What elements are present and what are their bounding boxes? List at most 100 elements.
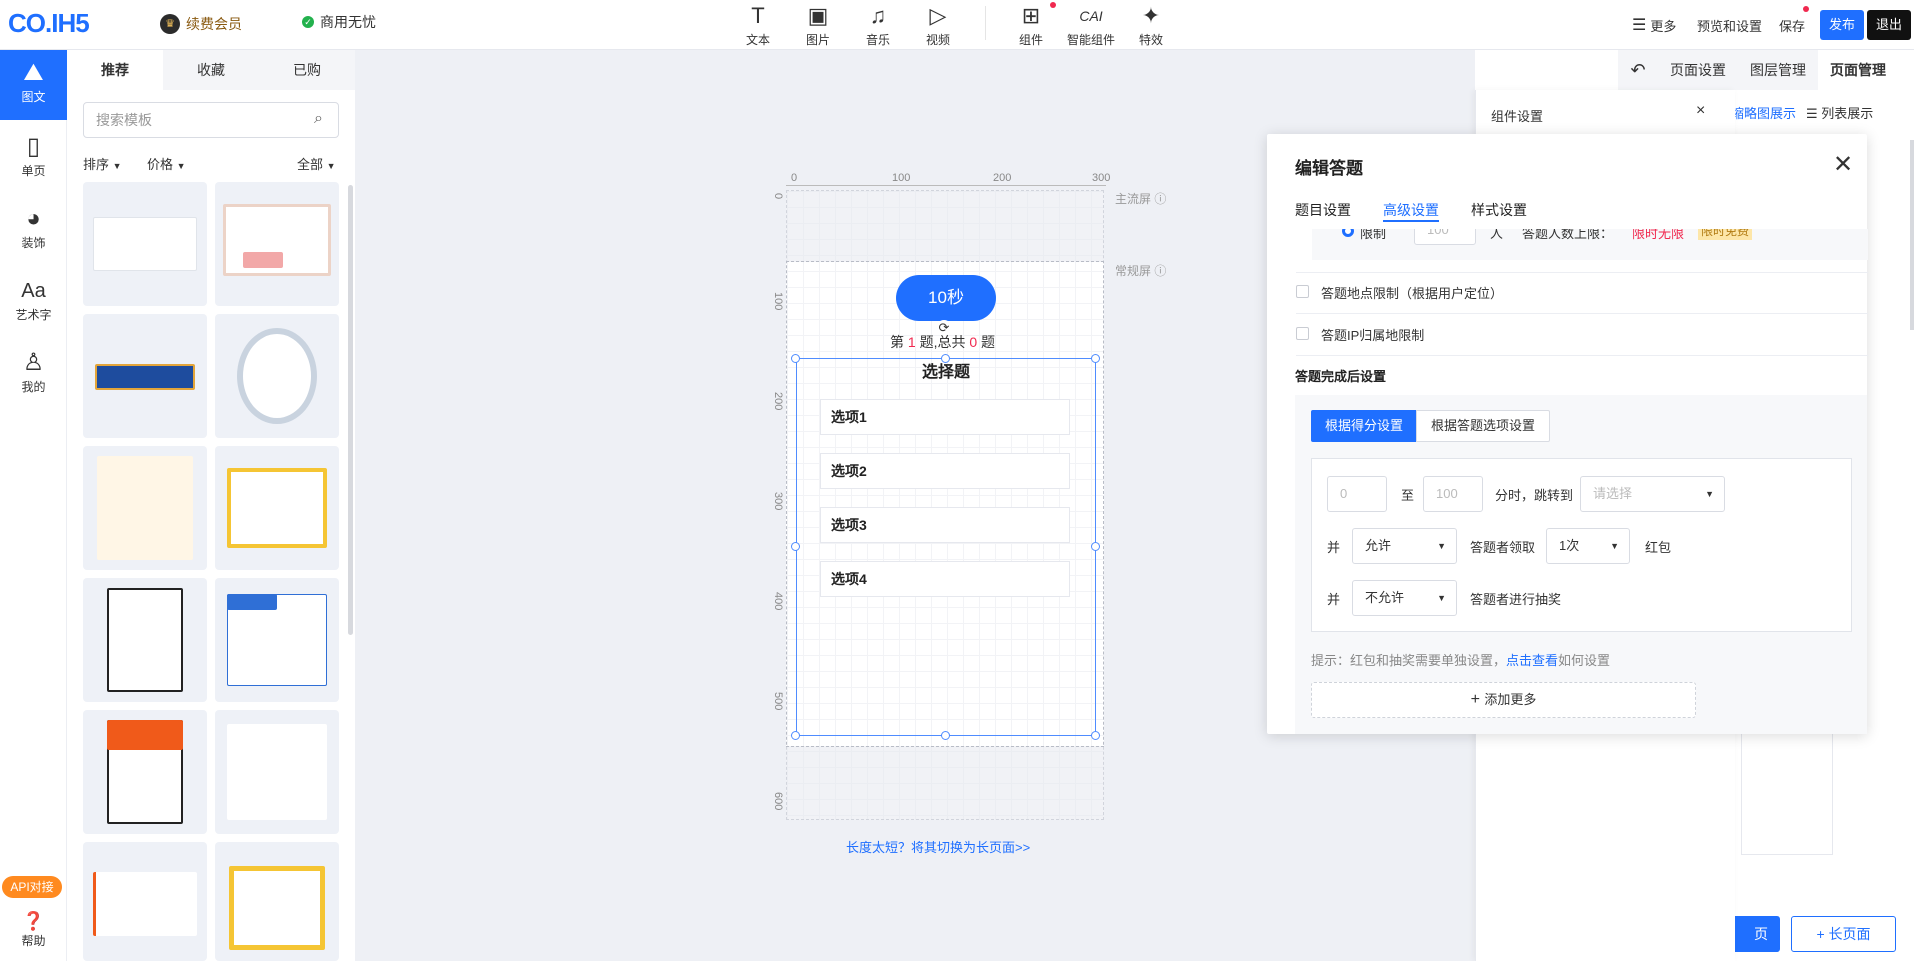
template-thumb[interactable] [215, 446, 339, 570]
tool-video[interactable]: ▷ 视频 [908, 3, 968, 48]
template-thumb[interactable] [215, 578, 339, 702]
add-more-button[interactable]: + 添加更多 [1311, 682, 1696, 718]
tool-text[interactable]: T 文本 [728, 3, 788, 48]
times-select[interactable]: 1次▼ [1546, 528, 1630, 564]
tab-recommend[interactable]: 推荐 [67, 50, 163, 90]
tool-image[interactable]: ▣ 图片 [788, 3, 848, 48]
close-icon[interactable]: × [1696, 102, 1706, 119]
rail-item-decor[interactable]: ◕ 装饰 [0, 204, 67, 251]
template-scrollbar[interactable] [348, 185, 353, 635]
category-dropdown[interactable]: 全部 ▼ [297, 154, 336, 173]
sort-dropdown[interactable]: 排序 ▼ [83, 154, 122, 173]
template-thumb[interactable] [215, 710, 339, 834]
publish-button[interactable]: 发布 [1820, 10, 1865, 40]
save-dot [1803, 6, 1809, 12]
preview-settings-button[interactable]: 预览和设置 [1697, 10, 1762, 40]
list-view-toggle[interactable]: ☰ 列表展示 [1806, 106, 1874, 121]
caret-down-icon: ▼ [1610, 541, 1619, 551]
template-thumb[interactable] [215, 842, 339, 961]
rotate-icon[interactable]: ⟳ [936, 320, 952, 336]
help-circle-icon[interactable]: ⓘ [1154, 192, 1167, 206]
resize-handle[interactable] [791, 542, 800, 551]
quiz-option[interactable]: 选项1 [820, 399, 1070, 435]
resize-handle[interactable] [941, 731, 950, 740]
rail-item-page[interactable]: ▯ 单页 [0, 132, 67, 179]
tool-music[interactable]: ♫ 音乐 [848, 3, 908, 48]
rail-item-graphic[interactable]: ⛰ 图文 [0, 50, 67, 120]
template-thumb[interactable] [215, 314, 339, 438]
resize-handle[interactable] [1091, 731, 1100, 740]
segment-by-score[interactable]: 根据得分设置 [1311, 410, 1417, 442]
rail-label: 图文 [21, 90, 46, 104]
tab-page-management[interactable]: 页面管理 [1818, 50, 1898, 90]
sort-label: 排序 [83, 157, 110, 172]
resize-handle[interactable] [1091, 354, 1100, 363]
free-badge: 限时免费 [1698, 229, 1753, 240]
tool-component[interactable]: ⊞ 组件 [1001, 3, 1061, 48]
template-thumb[interactable] [83, 182, 207, 306]
template-thumb[interactable] [83, 446, 207, 570]
location-limit-checkbox[interactable] [1296, 285, 1309, 298]
receive-label: 答题者领取 [1470, 540, 1536, 555]
more-button[interactable]: ☰ 更多 [1632, 10, 1676, 40]
quiz-option[interactable]: 选项4 [820, 561, 1070, 597]
jump-label: 分时，跳转到 [1495, 488, 1574, 503]
resize-handle[interactable] [791, 731, 800, 740]
template-thumb[interactable] [83, 842, 207, 961]
tab-page-settings[interactable]: 页面设置 [1658, 50, 1738, 90]
tab-advanced-settings[interactable]: 高级设置 [1383, 202, 1439, 218]
quiz-option[interactable]: 选项2 [820, 453, 1070, 489]
rail-label: 装饰 [21, 236, 46, 250]
resize-handle[interactable] [1091, 542, 1100, 551]
ip-limit-checkbox[interactable] [1296, 327, 1309, 340]
add-long-page-button[interactable]: + 长页面 [1791, 916, 1896, 952]
page-thumb-placeholder[interactable] [1741, 720, 1833, 855]
tab-question-settings[interactable]: 题目设置 [1295, 202, 1351, 218]
limit-radio[interactable] [1342, 229, 1354, 237]
search-icon[interactable]: ⌕ [314, 110, 323, 127]
ruler-tick-label: 300 [772, 492, 784, 511]
rail-item-art-text[interactable]: Aa 艺术字 [0, 276, 67, 323]
ruler-tick-label: 200 [772, 392, 784, 411]
template-search-input[interactable]: 搜索模板 [83, 102, 339, 138]
jump-target-select[interactable]: 请选择▼ [1580, 476, 1725, 512]
tab-layer-management[interactable]: 图层管理 [1738, 50, 1818, 90]
template-thumb[interactable] [83, 710, 207, 834]
commercial-badge[interactable]: ✓ 商用无忧 [302, 12, 376, 32]
api-button[interactable]: API对接 [2, 876, 62, 898]
switch-long-page-link[interactable]: 长度太短？将其切换为长页面>> [846, 840, 1031, 855]
exit-button[interactable]: 退出 [1867, 10, 1912, 40]
rail-label: 我的 [21, 380, 46, 394]
undo-icon[interactable]: ↶ [1618, 50, 1658, 90]
right-scrollbar[interactable] [1910, 140, 1914, 330]
limit-input[interactable]: 100 [1414, 229, 1476, 245]
help-circle-icon[interactable]: ⓘ [1154, 264, 1167, 278]
resize-handle[interactable] [791, 354, 800, 363]
app-logo[interactable]: CO.IH5 [8, 8, 90, 38]
tab-style-settings[interactable]: 样式设置 [1471, 202, 1527, 218]
tool-ai-component[interactable]: CAI 智能组件 [1061, 3, 1121, 48]
template-thumb[interactable] [83, 578, 207, 702]
segment-by-option[interactable]: 根据答题选项设置 [1416, 410, 1550, 442]
tab-favorites[interactable]: 收藏 [197, 62, 225, 78]
thumb-view-toggle[interactable]: 缩略图展示 [1731, 106, 1797, 121]
lottery-allow-select[interactable]: 不允许▼ [1352, 580, 1457, 616]
quiz-option[interactable]: 选项3 [820, 507, 1070, 543]
rail-item-mine[interactable]: ♙ 我的 [0, 348, 67, 395]
countdown-timer[interactable]: 10秒 [896, 275, 996, 321]
allow-select[interactable]: 允许▼ [1352, 528, 1457, 564]
tip-link[interactable]: 点击查看 [1506, 653, 1559, 668]
help-button[interactable]: ❓ 帮助 [0, 910, 67, 949]
price-dropdown[interactable]: 价格 ▼ [147, 154, 186, 173]
left-rail: ⛰ 图文 ▯ 单页 ◕ 装饰 Aa 艺术字 ♙ 我的 API对接 ❓ 帮助 [0, 50, 67, 961]
template-thumb[interactable] [83, 314, 207, 438]
save-button[interactable]: 保存 [1779, 10, 1805, 40]
vip-renew-button[interactable]: ♛ 续费会员 [160, 12, 242, 36]
resize-handle[interactable] [941, 354, 950, 363]
score-to-input[interactable]: 100 [1423, 476, 1483, 512]
score-from-input[interactable]: 0 [1327, 476, 1387, 512]
tool-effects[interactable]: ✦ 特效 [1121, 3, 1181, 48]
close-icon[interactable]: ✕ [1833, 151, 1854, 178]
tab-purchased[interactable]: 已购 [293, 62, 321, 78]
template-thumb[interactable] [215, 182, 339, 306]
